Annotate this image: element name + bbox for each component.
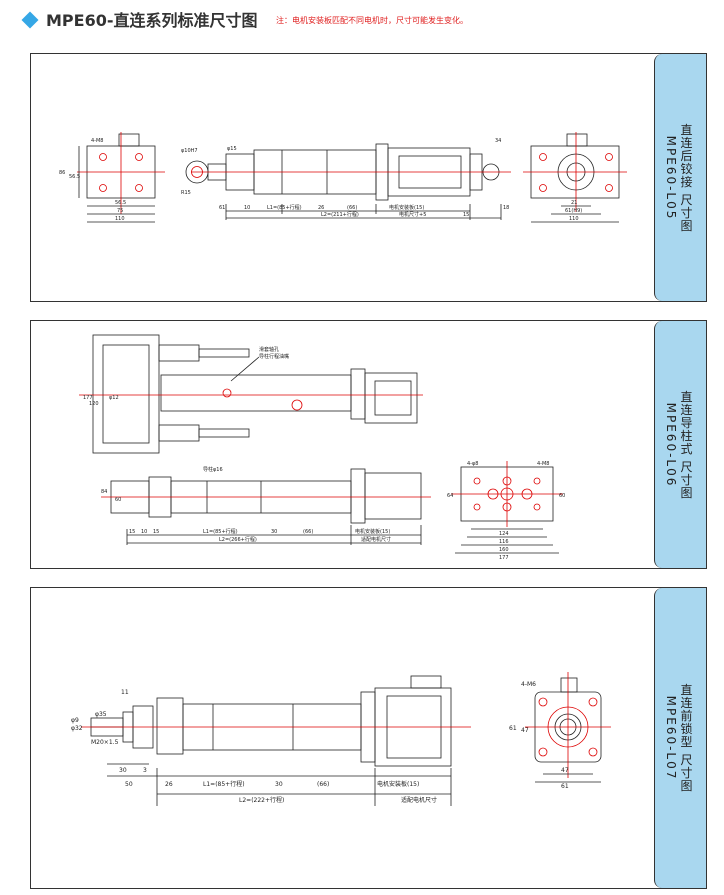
dim-26: 26: [165, 781, 173, 788]
dim-rod-d2: φ32: [71, 725, 83, 732]
dim-motor: 电机尺寸+5: [399, 211, 426, 218]
label-tab-l05: 直连后铰接 尺寸图 MPE60-L05: [654, 54, 706, 301]
drawing-l07: 11 φ9 φ32 φ35 M20×1.5 30 3 50 26 L1=(85+…: [71, 672, 611, 806]
dim-end-h1: 64: [447, 493, 453, 499]
dim-15: 15: [463, 212, 469, 218]
dim-26: 26: [318, 205, 324, 211]
label-tab-l07: 直连前锁型 尺寸图 MPE60-L07: [654, 588, 706, 888]
label-cn-l07: 直连前锁型 尺寸图: [679, 683, 693, 793]
dim-end-h1: 61: [509, 725, 517, 732]
page-title: MPE60-直连系列标准尺寸图: [46, 11, 258, 30]
dim-30: 30: [119, 767, 127, 774]
dim-L2: L2=(211+行程): [321, 211, 359, 218]
dim-18: 18: [503, 205, 509, 211]
dim-hole: 4-M6: [521, 681, 536, 688]
dim-end-w4: 177: [499, 555, 509, 561]
dim-34: 34: [495, 138, 501, 144]
dim-10: 10: [141, 529, 147, 535]
dim-61: 61: [219, 205, 225, 211]
dim-66: (66): [303, 529, 313, 535]
dim-66: (66): [317, 781, 329, 788]
dim-hole-r: 4-M8: [537, 461, 549, 467]
dim-top-h3: φ12: [109, 395, 119, 401]
dim-end-h2: 47: [521, 727, 529, 734]
dim-lube: 滑套轴孔: [259, 346, 279, 353]
dim-pin-r: R15: [181, 190, 191, 196]
page-header: MPE60-直连系列标准尺寸图 注：电机安装板匹配不同电机时，尺寸可能发生变化。: [0, 0, 724, 40]
dim-plate: 电机安装板(15): [377, 780, 419, 788]
dim-15b: 15: [153, 529, 159, 535]
dim-30: 30: [271, 529, 277, 535]
diamond-icon: [21, 11, 39, 29]
dim-end-w1: 124: [499, 531, 509, 537]
panel-l05: 4-M8 86 56.5 56.5 75 110 φ10H7 φ15 R15 6…: [30, 53, 707, 302]
dim-side-h2: 60: [115, 497, 121, 503]
dim-hole-l: 4-φ8: [467, 461, 478, 467]
dim-side-h1: 84: [101, 489, 107, 495]
panel-l06: 滑套轴孔 导柱行程油嘴 177 120 φ12 84 60 导柱φ16 15 1…: [30, 320, 707, 569]
dim-rear-w2: 61(H9): [565, 208, 582, 214]
dim-front-h2: 56.5: [69, 174, 80, 180]
dim-plate: 电机安装板(15): [355, 528, 390, 535]
dim-3: 3: [143, 767, 147, 774]
dim-lube2: 导柱行程油嘴: [259, 353, 289, 360]
dim-plate: 电机安装板(15): [389, 204, 424, 211]
label-tab-l06: 直连导柱式 尺寸图 MPE60-L06: [654, 321, 706, 568]
dim-end-w2: 61: [561, 783, 569, 790]
dim-15: 15: [129, 529, 135, 535]
dim-pin-width: φ15: [227, 146, 237, 152]
dim-rod-d3: φ35: [95, 711, 107, 718]
dim-end-w1: 47: [561, 767, 569, 774]
dim-pin: φ10H7: [181, 148, 198, 154]
panel-l07: 11 φ9 φ32 φ35 M20×1.5 30 3 50 26 L1=(85+…: [30, 587, 707, 889]
drawing-l06: 滑套轴孔 导柱行程油嘴 177 120 φ12 84 60 导柱φ16 15 1…: [79, 334, 565, 561]
dim-front-w1: 56.5: [115, 200, 126, 206]
dim-end-w2: 116: [499, 539, 509, 545]
dim-L2: L2=(222+行程): [239, 796, 284, 804]
label-cn-l06: 直连导柱式 尺寸图: [679, 390, 693, 499]
dim-rod: 导柱φ16: [203, 466, 223, 473]
dim-30b: 30: [275, 781, 283, 788]
dim-front-w2: 75: [117, 208, 123, 214]
dim-rod-d1: φ9: [71, 717, 79, 724]
dim-end-w3: 160: [499, 547, 509, 553]
label-code-l05: MPE60-L05: [664, 135, 678, 220]
label-code-l07: MPE60-L07: [664, 695, 678, 781]
dim-top-h2: 120: [89, 401, 99, 407]
label-code-l06: MPE60-L06: [664, 402, 678, 487]
dim-top-h1: 177: [83, 395, 93, 401]
dim-front-h1: 86: [59, 170, 65, 176]
dim-front-hole: 4-M8: [91, 138, 103, 144]
dim-66: (66): [347, 205, 357, 211]
dim-motor: 适配电机尺寸: [361, 536, 391, 543]
dim-L1: L1=(85+行程): [203, 528, 238, 535]
dim-10: 10: [244, 205, 250, 211]
dim-front-w3: 110: [115, 216, 125, 222]
dim-L1: L1=(85+行程): [267, 204, 302, 211]
dim-L2: L2=(266+行程): [219, 536, 257, 543]
dim-11: 11: [121, 689, 129, 696]
label-cn-l05: 直连后铰接 尺寸图: [679, 123, 693, 232]
dim-rear-w3: 110: [569, 216, 579, 222]
header-note: 注：电机安装板匹配不同电机时，尺寸可能发生变化。: [276, 16, 468, 25]
dim-end-h2: 60: [559, 493, 565, 499]
drawing-l05: 4-M8 86 56.5 56.5 75 110 φ10H7 φ15 R15 6…: [59, 132, 627, 223]
dim-motor: 适配电机尺寸: [401, 796, 437, 804]
dim-L1: L1=(85+行程): [203, 780, 245, 788]
dim-50: 50: [125, 781, 133, 788]
dim-thread: M20×1.5: [91, 739, 119, 746]
dim-rear-w1: 21: [571, 200, 577, 206]
